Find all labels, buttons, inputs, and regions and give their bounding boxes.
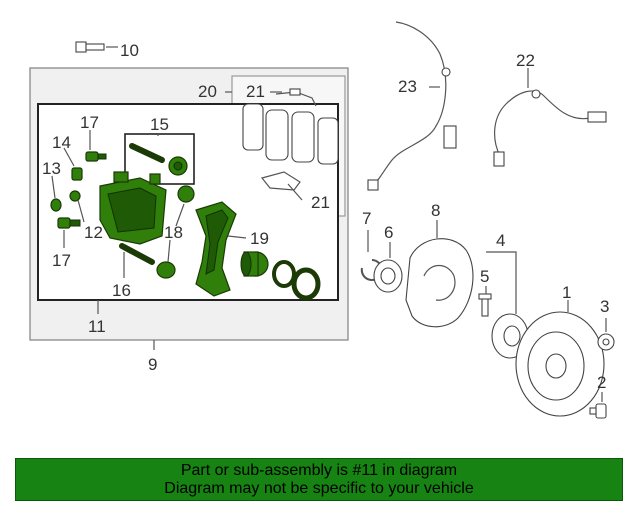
callout-21-bottom: 21 <box>311 193 330 212</box>
assembly-info-banner: Part or sub-assembly is #11 in diagram D… <box>15 458 623 501</box>
callout-10: 10 <box>120 41 139 60</box>
callout-13: 13 <box>42 159 61 178</box>
hub-bolt-5 <box>478 293 492 317</box>
screw-2 <box>589 403 607 419</box>
piston-seal <box>272 260 296 288</box>
callout-3: 3 <box>600 297 609 316</box>
callout-17-top: 17 <box>80 113 99 132</box>
bolt-17-top <box>85 151 107 162</box>
nut-3 <box>597 333 615 351</box>
guide-pin-15 <box>129 143 188 176</box>
caliper-housing <box>99 171 167 245</box>
callout-7: 7 <box>362 209 371 228</box>
callout-12: 12 <box>84 223 103 242</box>
callout-22: 22 <box>516 51 535 70</box>
parts-diagram: 10 20 21 21 23 22 17 15 14 13 12 17 18 1… <box>29 21 615 419</box>
callout-14: 14 <box>52 133 71 152</box>
callout-9: 9 <box>148 355 157 374</box>
boot-18-lower <box>156 261 176 279</box>
boot-18-upper <box>177 185 195 203</box>
callout-11[interactable]: 11 <box>88 317 106 336</box>
guide-pin-16 <box>119 243 155 265</box>
pad-clip-bottom <box>260 171 301 191</box>
callout-1: 1 <box>562 283 571 302</box>
banner-line-2: Diagram may not be specific to your vehi… <box>164 479 474 497</box>
bolt-17-bottom <box>57 217 81 229</box>
leader-lines <box>51 68 607 402</box>
dust-boot <box>291 267 321 301</box>
brake-rotor-1 <box>515 311 605 417</box>
callout-18: 18 <box>164 223 183 242</box>
carrier-bracket-19 <box>195 201 237 297</box>
callout-6: 6 <box>384 223 393 242</box>
callout-2: 2 <box>597 373 606 392</box>
wheel-bearing-6 <box>373 259 403 293</box>
dust-shield-8 <box>405 238 474 328</box>
bleeder-14 <box>71 167 83 181</box>
callout-16: 16 <box>112 281 131 300</box>
wheel-speed-sensor-23 <box>367 21 457 191</box>
bolt-10 <box>75 41 118 53</box>
brake-hose-22 <box>493 89 607 167</box>
callout-8: 8 <box>431 201 440 220</box>
brake-pads <box>242 103 339 165</box>
callout-5: 5 <box>480 267 489 286</box>
callout-4: 4 <box>496 231 505 250</box>
callout-19: 19 <box>250 229 269 248</box>
callout-21-top: 21 <box>246 82 265 101</box>
cap-13 <box>50 198 62 212</box>
callout-17-bottom: 17 <box>52 251 71 270</box>
banner-line-1: Part or sub-assembly is #11 in diagram <box>180 461 458 479</box>
pad-clip-top <box>275 88 317 107</box>
callout-20: 20 <box>198 82 217 101</box>
callout-15: 15 <box>150 115 169 134</box>
cap-12 <box>69 190 81 202</box>
piston <box>240 251 269 277</box>
callout-23: 23 <box>398 77 417 96</box>
